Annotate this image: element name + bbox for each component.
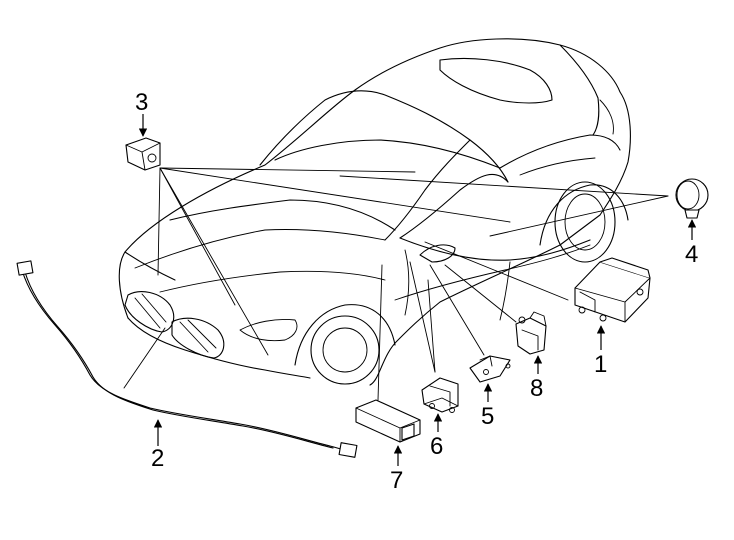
part-2-sensor-harness <box>16 260 358 458</box>
callout-5: 5 <box>481 403 494 430</box>
callout-7: 7 <box>390 467 403 494</box>
callout-4: 4 <box>685 241 698 268</box>
leader-lines <box>123 167 669 401</box>
car-outline <box>118 38 631 386</box>
part-7-occupant-module <box>355 399 421 466</box>
callout-6: 6 <box>430 433 443 460</box>
part-5-sensor-bracket <box>469 355 511 402</box>
part-1-control-module <box>574 257 651 350</box>
callout-3: 3 <box>135 89 148 116</box>
callout-2: 2 <box>151 445 164 472</box>
callout-8: 8 <box>530 375 543 402</box>
part-8-mount-bracket <box>515 311 547 374</box>
part-6-seat-bracket <box>421 377 459 432</box>
callout-1: 1 <box>594 351 607 378</box>
part-4-side-impact-sensor <box>675 178 709 240</box>
part-3-front-impact-sensor <box>125 114 161 171</box>
